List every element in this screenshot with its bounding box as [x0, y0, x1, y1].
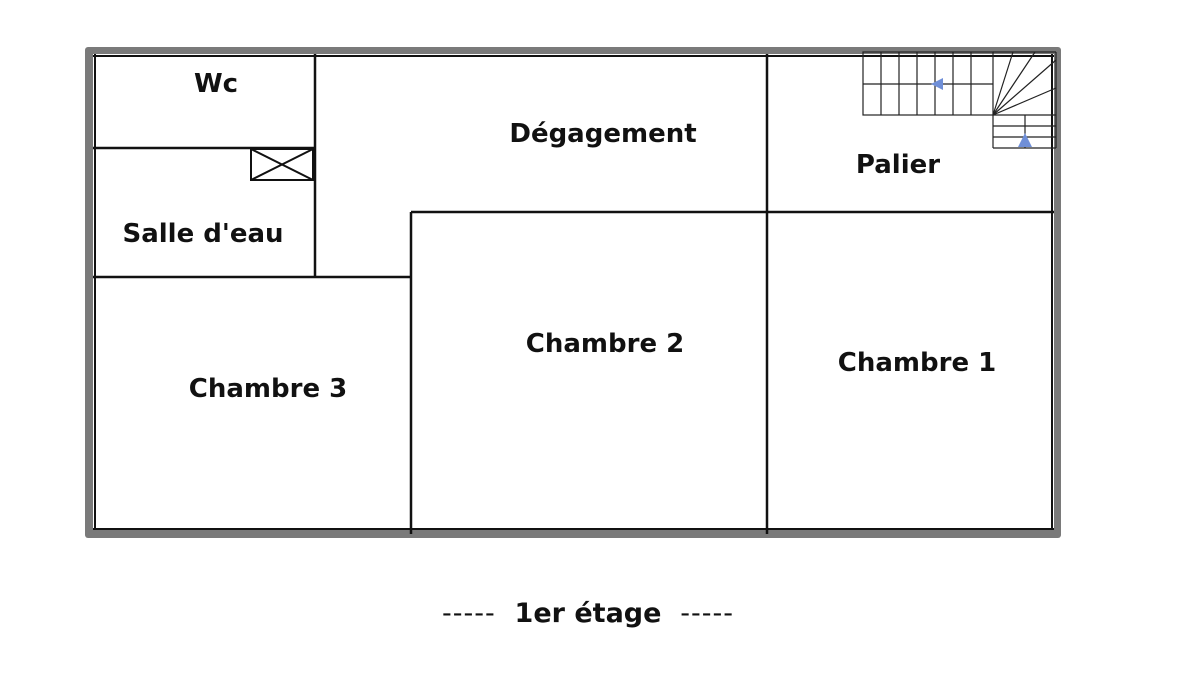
interior-walls	[93, 54, 1054, 534]
arrow-left-icon	[931, 78, 943, 90]
caption-left-dashes: -----	[442, 598, 496, 629]
outer-wall	[85, 47, 1061, 538]
room-label-degagement: Dégagement	[509, 119, 696, 149]
floor-title: 1er étage	[514, 598, 662, 629]
room-label-wc: Wc	[194, 69, 238, 99]
room-label-chambre-3: Chambre 3	[189, 374, 347, 404]
room-label-chambre-1: Chambre 1	[838, 348, 996, 378]
room-label-salle-eau: Salle d'eau	[122, 219, 283, 249]
arrow-up-icon	[1018, 133, 1032, 147]
floor-caption: ----- 1er étage -----	[0, 598, 1176, 629]
caption-right-dashes: -----	[680, 598, 734, 629]
room-label-chambre-2: Chambre 2	[526, 329, 684, 359]
stair-arrow-icons	[931, 78, 1032, 147]
crossed-box-icon	[250, 148, 314, 181]
staircase-icon	[862, 51, 1057, 149]
room-label-palier: Palier	[856, 150, 940, 180]
